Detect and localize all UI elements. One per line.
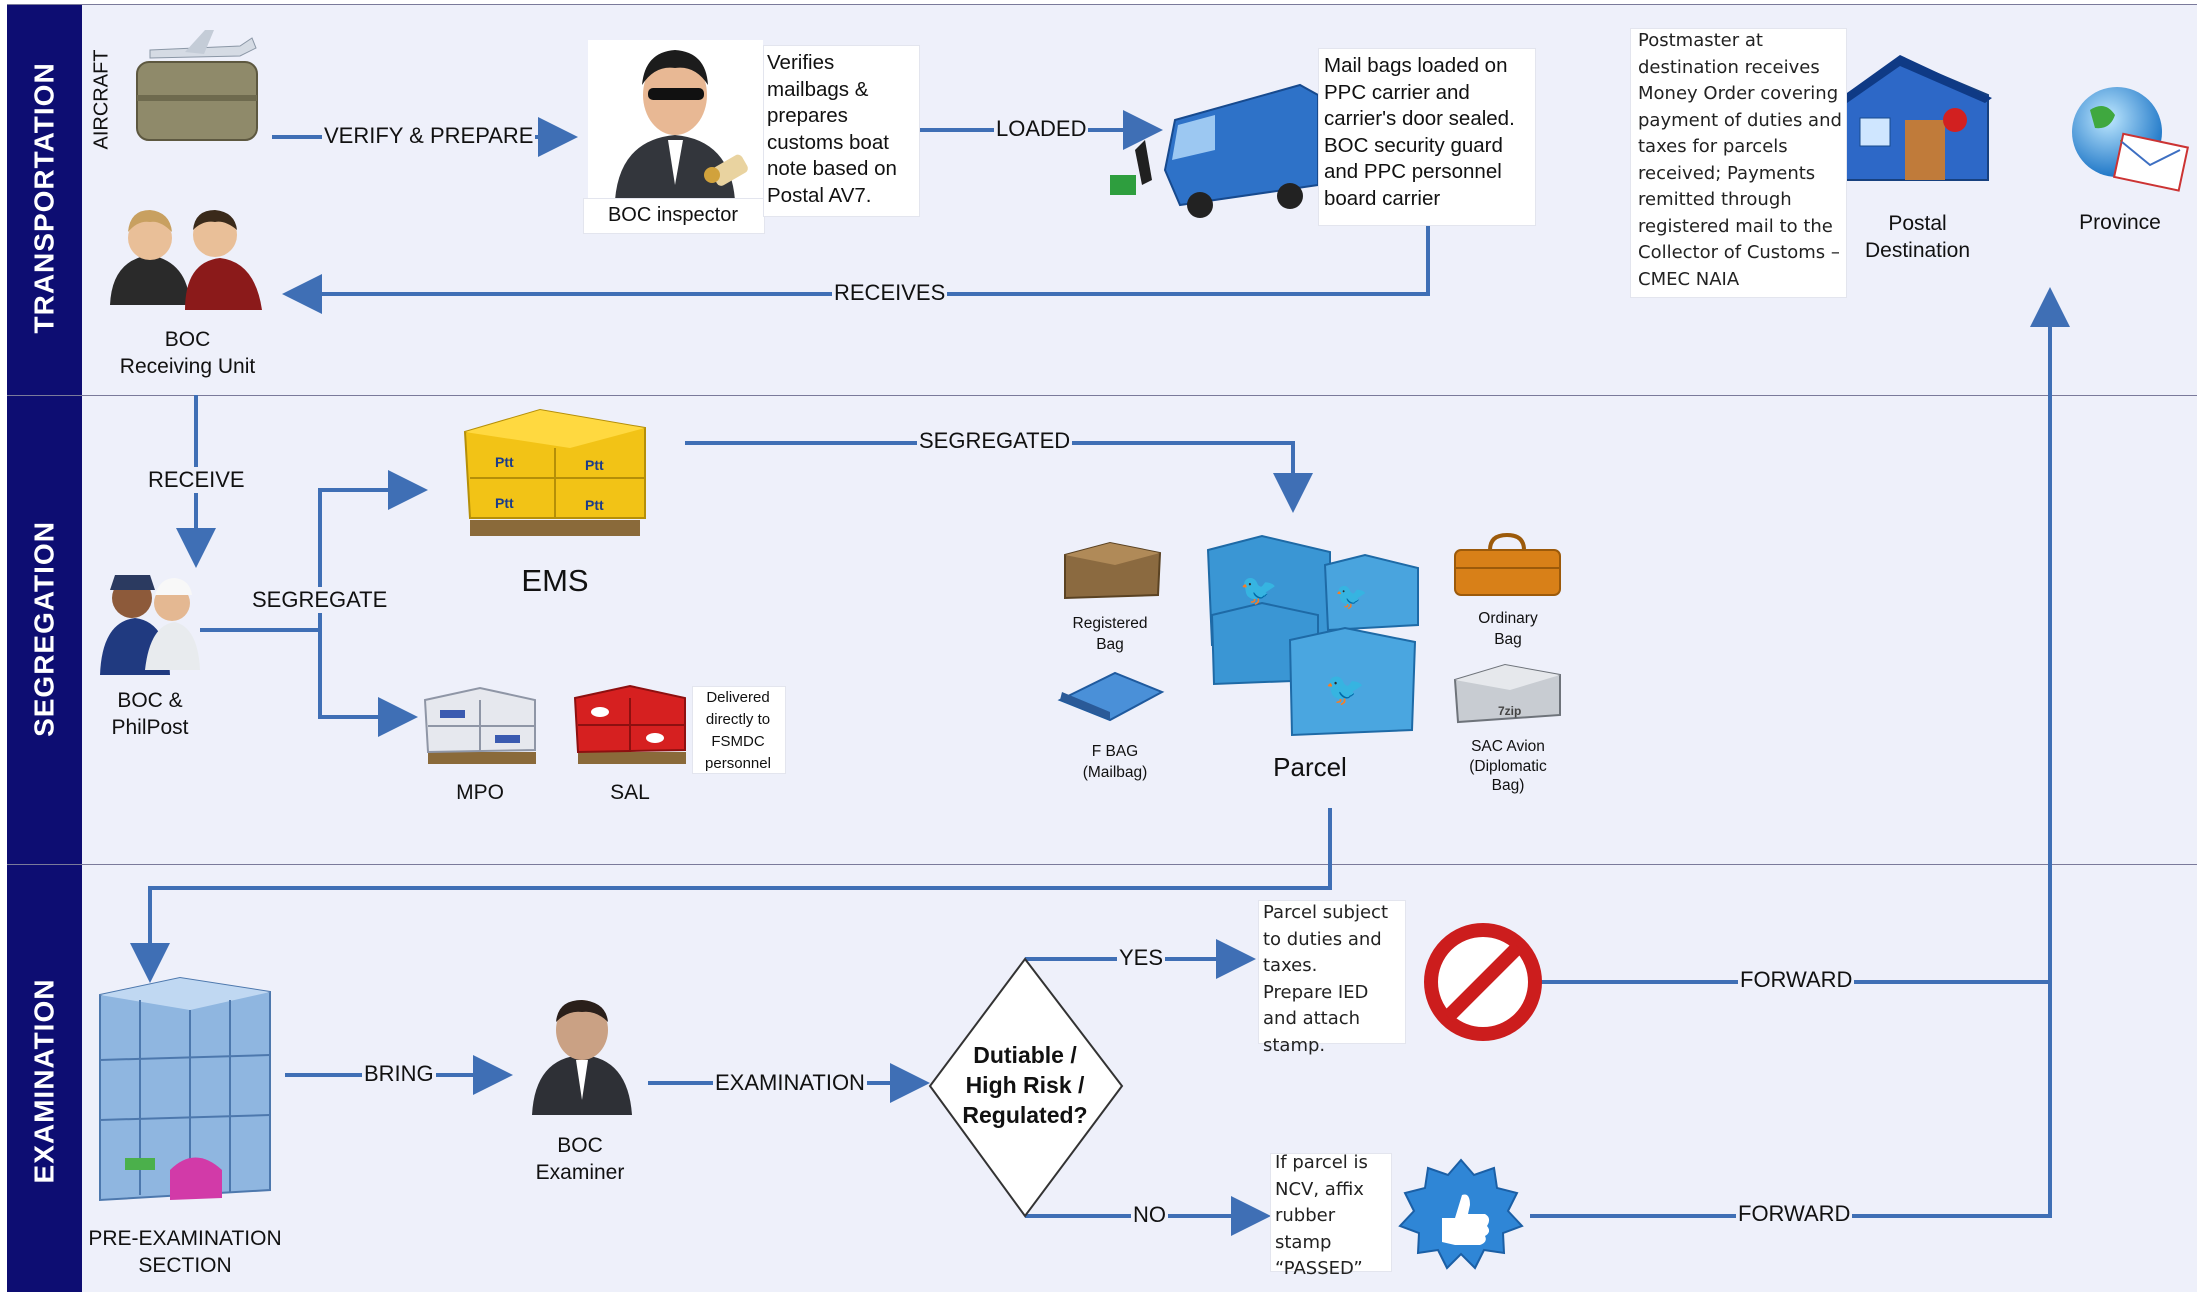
edge-label-yes: YES bbox=[1117, 945, 1166, 971]
svg-text:🐦: 🐦 bbox=[1325, 670, 1365, 708]
boc-inspector-label-box bbox=[583, 198, 765, 234]
pre-examination-label: PRE-EXAMINATION SECTION bbox=[88, 1227, 282, 1277]
edge-label-bring: BRING bbox=[362, 1061, 436, 1087]
ordinary-bag-icon bbox=[1454, 532, 1561, 596]
yes-note-box bbox=[1258, 900, 1406, 1044]
edge-label-loaded: LOADED bbox=[994, 116, 1089, 142]
postal-destination-icon bbox=[1840, 55, 1992, 181]
lane-transportation-header: TRANSPORTATION bbox=[7, 5, 82, 395]
sal-label: SAL bbox=[610, 781, 650, 804]
pre-examination-building-icon bbox=[99, 976, 271, 1202]
edge-label-receives: RECEIVES bbox=[832, 280, 948, 306]
sal-note-box bbox=[692, 686, 786, 774]
van-note-box bbox=[1318, 48, 1536, 226]
f-bag-icon bbox=[1057, 671, 1165, 722]
boc-receiving-unit-icon bbox=[110, 210, 262, 310]
ordinary-bag-label: Ordinary Bag bbox=[1478, 610, 1538, 648]
parcel-label: Parcel bbox=[1273, 752, 1347, 782]
aircraft-label: AIRCRAFT bbox=[90, 49, 113, 150]
boc-inspector-note-box bbox=[763, 45, 920, 217]
boc-inspector-icon bbox=[588, 40, 763, 200]
arrow-parcel-to-exam bbox=[130, 808, 1332, 983]
decision-label: Dutiable / High Risk / Regulated? bbox=[962, 1042, 1088, 1128]
boc-inspector-label: BOC inspector bbox=[607, 204, 739, 226]
mpo-icon bbox=[423, 686, 536, 764]
thumbs-up-badge-icon bbox=[1398, 1158, 1524, 1270]
boc-philpost-label: BOC & PhilPost bbox=[111, 689, 189, 739]
sac-avion-label: SAC Avion (Diplomatic Bag) bbox=[1469, 738, 1547, 794]
van-note: Mail bags loaded on PPC carrier and carr… bbox=[1324, 54, 1515, 210]
aircraft-icon bbox=[136, 30, 258, 141]
edge-label-segregated: SEGREGATED bbox=[917, 428, 1073, 454]
postmaster-note: Postmaster at destination receives Money… bbox=[1638, 30, 1842, 290]
sal-icon bbox=[573, 684, 686, 764]
postmaster-note-box bbox=[1630, 28, 1847, 298]
arrow-forward-no bbox=[1530, 287, 2070, 1218]
edge-label-examination: EXAMINATION bbox=[713, 1070, 867, 1096]
lane-segregation-bg bbox=[82, 396, 2197, 864]
svg-text:🐦: 🐦 bbox=[1335, 582, 1367, 612]
svg-text:Ptt: Ptt bbox=[585, 457, 604, 473]
registered-bag-label: Registered Bag bbox=[1072, 615, 1148, 653]
f-bag-label: F BAG (Mailbag) bbox=[1082, 743, 1148, 781]
boc-receiving-unit-label: BOC Receiving Unit bbox=[119, 328, 256, 378]
edge-label-no: NO bbox=[1131, 1202, 1168, 1228]
edge-label-forward-no: FORWARD bbox=[1736, 1201, 1853, 1227]
edge-label-verify-prepare: VERIFY & PREPARE bbox=[322, 123, 536, 149]
boc-examiner-label: BOC Examiner bbox=[535, 1134, 625, 1184]
sac-avion-icon: 7zip bbox=[1453, 663, 1561, 724]
mpo-label: MPO bbox=[456, 781, 504, 804]
lane-examination-header: EXAMINATION bbox=[7, 865, 82, 1292]
no-sign-icon bbox=[1424, 923, 1542, 1041]
yes-note: Parcel subject to duties and taxes. Prep… bbox=[1263, 902, 1389, 1056]
ems-icon: Ptt Ptt Ptt Ptt bbox=[463, 408, 646, 536]
ems-label: EMS bbox=[521, 563, 589, 598]
no-note-box bbox=[1270, 1153, 1392, 1272]
svg-text:Ptt: Ptt bbox=[585, 497, 604, 513]
boc-examiner-icon bbox=[532, 1000, 632, 1115]
boc-philpost-icon bbox=[100, 575, 200, 675]
svg-text:Ptt: Ptt bbox=[495, 495, 514, 511]
decision-diamond bbox=[928, 957, 1124, 1218]
edge-label-segregate: SEGREGATE bbox=[250, 587, 390, 613]
edge-label-receive: RECEIVE bbox=[146, 467, 247, 493]
van-icon bbox=[1110, 83, 1319, 218]
boc-inspector-note: Verifies mailbags & prepares customs boa… bbox=[767, 51, 897, 207]
arrow-receives bbox=[282, 222, 1430, 314]
province-label: Province bbox=[2079, 211, 2161, 234]
svg-text:🐦: 🐦 bbox=[1240, 573, 1277, 608]
registered-bag-icon bbox=[1064, 541, 1162, 600]
edge-label-forward-yes: FORWARD bbox=[1738, 967, 1855, 993]
parcel-icon: 🐦 🐦 🐦 bbox=[1206, 534, 1419, 737]
arrow-segregate-mpo bbox=[318, 630, 418, 737]
arrow-segregated bbox=[685, 441, 1313, 513]
province-icon bbox=[2072, 87, 2190, 192]
lane-segregation-header: SEGREGATION bbox=[7, 396, 82, 864]
no-note: If parcel is NCV, affix rubber stamp “PA… bbox=[1275, 1152, 1368, 1279]
postal-destination-label: Postal Destination bbox=[1864, 212, 1971, 262]
svg-text:7zip: 7zip bbox=[1498, 704, 1521, 718]
svg-text:Ptt: Ptt bbox=[495, 454, 514, 470]
sal-note: Delivered directly to FSMDC personnel bbox=[705, 689, 771, 772]
